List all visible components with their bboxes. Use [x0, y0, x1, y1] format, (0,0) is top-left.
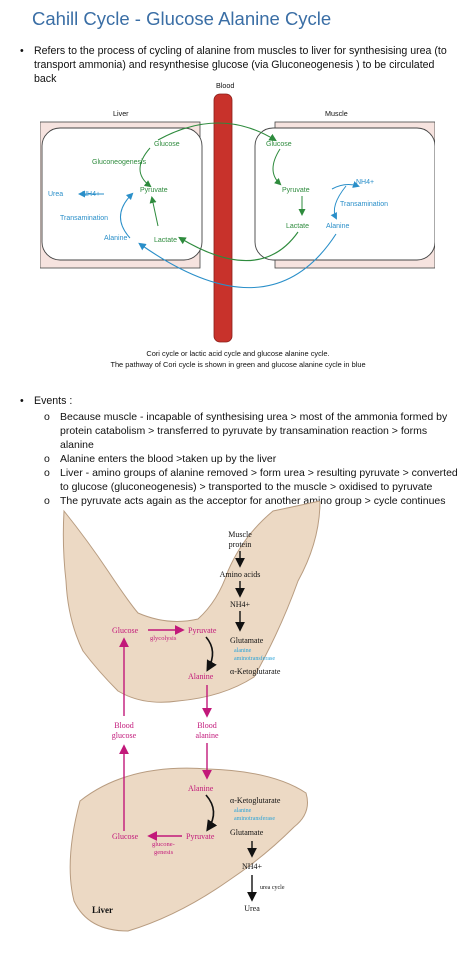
transamination-right-label: Transamination [340, 201, 388, 208]
blood-alanine-line1: Blood [197, 721, 217, 730]
muscle-alanine: Alanine [326, 223, 349, 230]
liver-organ-label: Liver [92, 905, 113, 915]
muscle-protein-line1: Muscle [228, 530, 252, 539]
muscle-protein-line2: protein [229, 540, 252, 549]
event-text: Alanine enters the blood >taken up by th… [60, 453, 277, 465]
blood-glucose-line2: glucose [112, 731, 137, 740]
sub-bullet-marker: o [44, 411, 50, 423]
events-label: Events : [34, 395, 73, 407]
blood-label: Blood [216, 81, 234, 90]
nh4-left-label: NH4+ [82, 191, 100, 198]
event-item: o The pyruvate acts again as the accepto… [44, 494, 460, 508]
urea-cycle-label: urea cycle [260, 885, 285, 891]
glucose-bottom-label: Glucose [112, 832, 139, 841]
glucose-to-pyruvate-arrow [272, 148, 282, 186]
transamination-muscle-arrow [330, 185, 347, 220]
page-title: Cahill Cycle - Glucose Alanine Cycle [32, 8, 332, 29]
muscle-lactate: Lactate [286, 223, 309, 230]
event-item: o Because muscle - incapable of synthesi… [44, 410, 460, 452]
amino-acids-label: Amino acids [220, 570, 261, 579]
bullet-marker: • [20, 45, 24, 57]
nh4-muscle-arrow [331, 181, 360, 190]
enzyme-top-line1: alanine [234, 648, 252, 654]
event-item: o Liver - amino groups of alanine remove… [44, 466, 460, 494]
muscle-label: Muscle [325, 109, 348, 118]
enzyme-bottom-line2: aminotransferase [234, 815, 275, 822]
sub-bullet-marker: o [44, 467, 50, 479]
glutamate-bottom-label: Glutamate [230, 828, 264, 837]
alanine-top-label: Alanine [188, 672, 214, 681]
enzyme-bottom-line1: alanine [234, 808, 252, 814]
lactate-to-liver-arrow [178, 231, 299, 262]
gluconeogenesis-line1: glucone- [152, 841, 175, 848]
glucose-to-muscle-arrow [157, 122, 277, 142]
alanine-bottom-label: Alanine [188, 784, 214, 793]
liver-alanine: Alanine [104, 235, 127, 242]
muscle-glucose: Glucose [266, 141, 292, 148]
sub-bullet-marker: o [44, 453, 50, 465]
intro-text: Refers to the process of cycling of alan… [34, 45, 447, 85]
glycolysis-label: glycolysis [150, 635, 177, 642]
ketoglutarate-bottom-label: α-Ketoglutarate [230, 796, 281, 805]
glucose-top-label: Glucose [112, 626, 139, 635]
ketoglutarate-top-label: α-Ketoglutarate [230, 667, 281, 676]
intro-bullet: • Refers to the process of cycling of al… [20, 44, 459, 86]
enzyme-top-line2: aminotransferase [234, 655, 275, 662]
blood-alanine-line2: alanine [195, 731, 219, 740]
liver-cell [41, 127, 203, 261]
gluconeogenesis-line2: genesis [154, 849, 174, 856]
glucose-alanine-cycle-figure: Muscle protein Amino acids NH4+ Glucose … [58, 500, 328, 961]
blood-vessel [213, 93, 233, 343]
liver-lactate: Lactate [154, 237, 177, 244]
pyruvate-bottom-label: Pyruvate [186, 832, 215, 841]
nh4-top-label: NH4+ [230, 600, 251, 609]
gluconeogenesis-label: Gluconeogenesis [92, 159, 147, 166]
events-bullet: • Events : [20, 394, 434, 408]
event-text: Liver - amino groups of alanine removed … [60, 467, 458, 493]
pyruvate-to-glucose-arrow [139, 147, 152, 188]
nh4-right-label: NH4+ [356, 179, 374, 186]
urea-label-fig1: Urea [48, 191, 63, 198]
urea-bottom-label: Urea [244, 904, 260, 913]
pyruvate-top-label: Pyruvate [188, 626, 217, 635]
transamination-curve-bottom [205, 794, 218, 832]
liver-illustration [69, 767, 308, 932]
cori-alanine-cycle-figure: Liver Blood Muscle Glucose Gluconeogenes… [39, 76, 436, 386]
glutamate-top-label: Glutamate [230, 636, 264, 645]
transamination-curve-top [205, 636, 217, 672]
blood-glucose-line1: Blood [114, 721, 134, 730]
caption-line-1: Cori cycle or lactic acid cycle and gluc… [146, 349, 329, 358]
liver-pyruvate: Pyruvate [140, 187, 168, 194]
arm-illustration [62, 500, 321, 703]
nh4-bottom-label: NH4+ [242, 862, 263, 871]
transamination-left-label: Transamination [60, 215, 108, 222]
event-text: Because muscle - incapable of synthesisi… [60, 411, 448, 451]
sub-bullet-marker: o [44, 495, 50, 507]
event-text: The pyruvate acts again as the acceptor … [60, 495, 446, 507]
caption-line-2: The pathway of Cori cycle is shown in gr… [110, 360, 365, 369]
liver-label: Liver [113, 109, 129, 118]
event-item: o Alanine enters the blood >taken up by … [44, 452, 460, 466]
muscle-pyruvate: Pyruvate [282, 187, 310, 194]
alanine-to-liver-arrow [138, 233, 337, 289]
bullet-marker: • [20, 395, 24, 407]
alanine-to-pyruvate-arrow [120, 192, 134, 239]
liver-glucose: Glucose [154, 141, 180, 148]
lactate-to-pyruvate-arrow [149, 196, 159, 227]
